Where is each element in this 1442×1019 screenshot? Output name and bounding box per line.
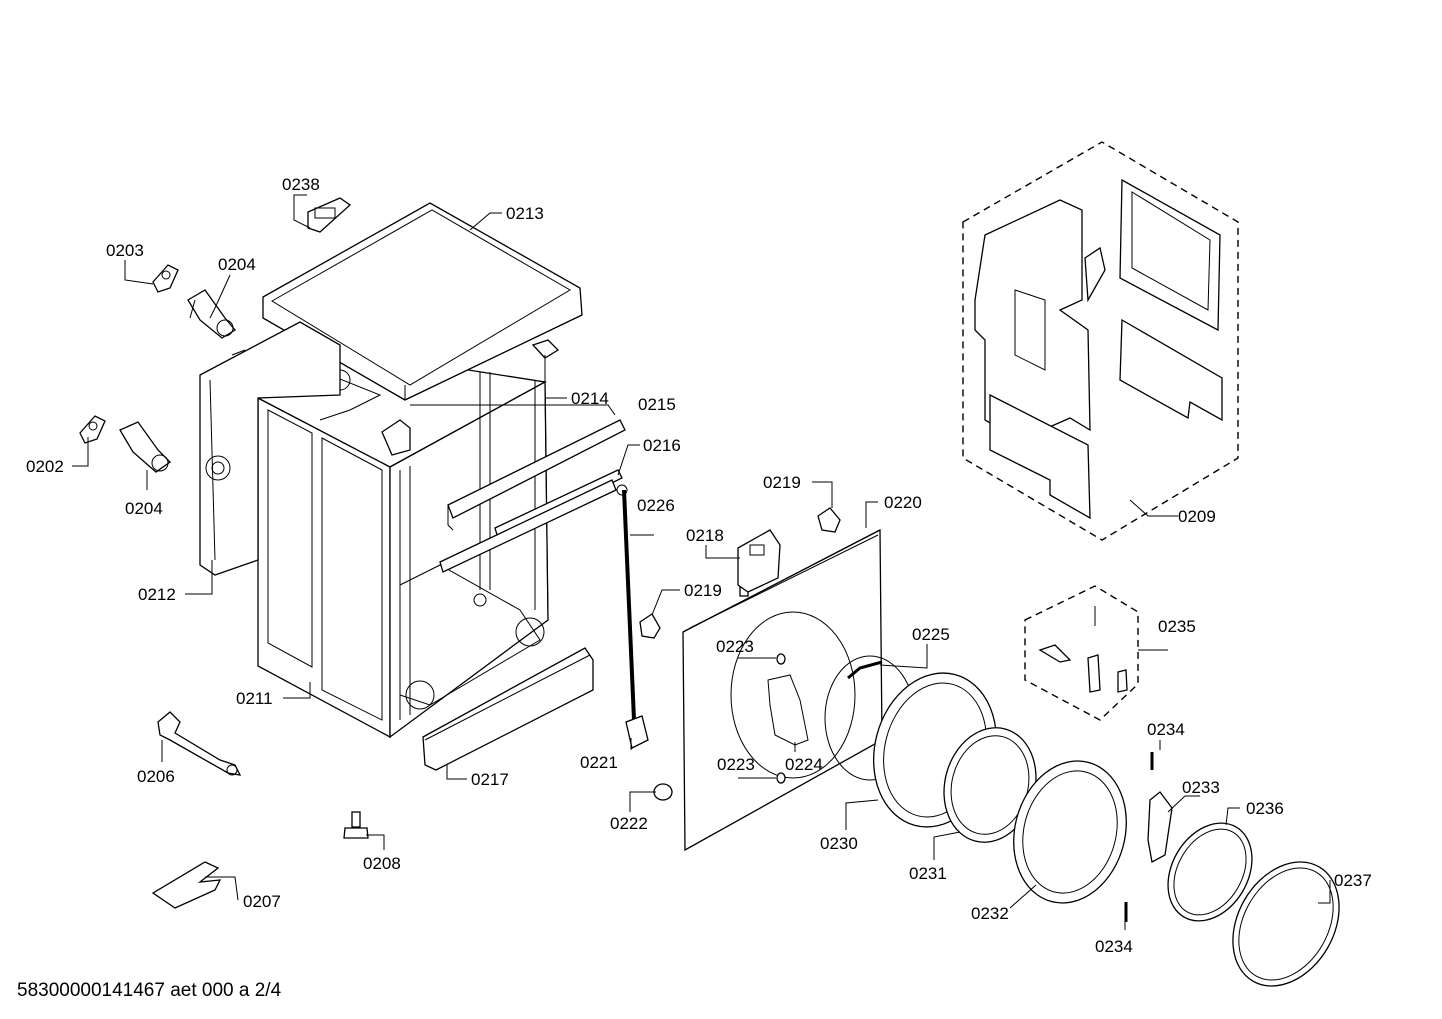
door-handle-part (1147, 791, 1173, 863)
upper-rail-part (447, 419, 626, 531)
outer-door-ring-part (1013, 760, 1127, 904)
label-0206: 0206 (137, 767, 175, 786)
lower-rail-part (439, 469, 623, 573)
leader-lines (72, 194, 1331, 930)
drawing-reference-code: 58300000141467 aet 000 a 2/4 (17, 980, 282, 1001)
handle-recess-part (307, 197, 352, 233)
door-lock-part (737, 529, 781, 593)
label-0225: 0225 (912, 625, 950, 644)
label-0218: 0218 (686, 526, 724, 545)
cross-bar-part (381, 419, 411, 456)
label-0217: 0217 (471, 770, 509, 789)
label-0213: 0213 (506, 204, 544, 223)
cabinet-body-part (256, 351, 549, 739)
rear-panel-part (199, 321, 341, 576)
label-0219-lower: 0219 (684, 581, 722, 600)
label-0224: 0224 (785, 755, 823, 774)
transport-bracket-part (151, 861, 222, 909)
label-0236: 0236 (1246, 799, 1284, 818)
label-0216: 0216 (643, 436, 681, 455)
label-0214: 0214 (571, 389, 609, 408)
hinge-part-lower (639, 613, 661, 639)
label-0212: 0212 (138, 585, 176, 604)
adjustable-foot-part (343, 811, 369, 839)
label-0211: 0211 (236, 689, 273, 708)
label-0204-upper: 0204 (218, 255, 256, 274)
tie-rod-part (616, 484, 636, 721)
top-cover-part (262, 202, 583, 401)
valve-part-lower (119, 421, 172, 473)
decor-ring-part (1167, 822, 1253, 922)
label-0238: 0238 (282, 175, 320, 194)
label-0230: 0230 (820, 834, 858, 853)
label-0237: 0237 (1334, 871, 1372, 890)
label-0215: 0215 (638, 395, 676, 414)
label-0234-lower: 0234 (1095, 937, 1133, 956)
label-0235: 0235 (1158, 617, 1196, 636)
label-0221: 0221 (580, 753, 618, 772)
label-0219-upper: 0219 (763, 473, 801, 492)
lock-part (625, 715, 649, 749)
label-0208: 0208 (363, 854, 401, 873)
label-0202: 0202 (26, 457, 64, 476)
label-0220: 0220 (884, 493, 922, 512)
packaging-part (962, 141, 1239, 541)
wrench-part (157, 711, 242, 776)
label-0209: 0209 (1178, 507, 1216, 526)
label-0204-lower: 0204 (125, 499, 163, 518)
label-0203: 0203 (106, 241, 144, 260)
label-0232: 0232 (971, 904, 1009, 923)
label-0234-upper: 0234 (1147, 720, 1185, 739)
small-parts-kit (1024, 585, 1139, 721)
label-0233: 0233 (1182, 778, 1220, 797)
bracket-part (531, 339, 560, 359)
valve-cap-part-upper (152, 264, 179, 293)
hinge-part-upper (817, 507, 841, 533)
valve-cap-part-lower (79, 415, 106, 444)
label-0223-upper: 0223 (716, 637, 754, 656)
foot-cap-part (653, 783, 673, 801)
part-labels: 0238 0213 0203 0204 0202 0204 0212 0214 … (26, 175, 1372, 956)
plinth-part (422, 647, 594, 771)
label-0222: 0222 (610, 814, 648, 833)
label-0231: 0231 (909, 864, 947, 883)
label-0223-lower: 0223 (717, 755, 755, 774)
label-0207: 0207 (243, 892, 281, 911)
outer-trim-ring-part (1232, 861, 1340, 987)
label-0226: 0226 (637, 496, 675, 515)
